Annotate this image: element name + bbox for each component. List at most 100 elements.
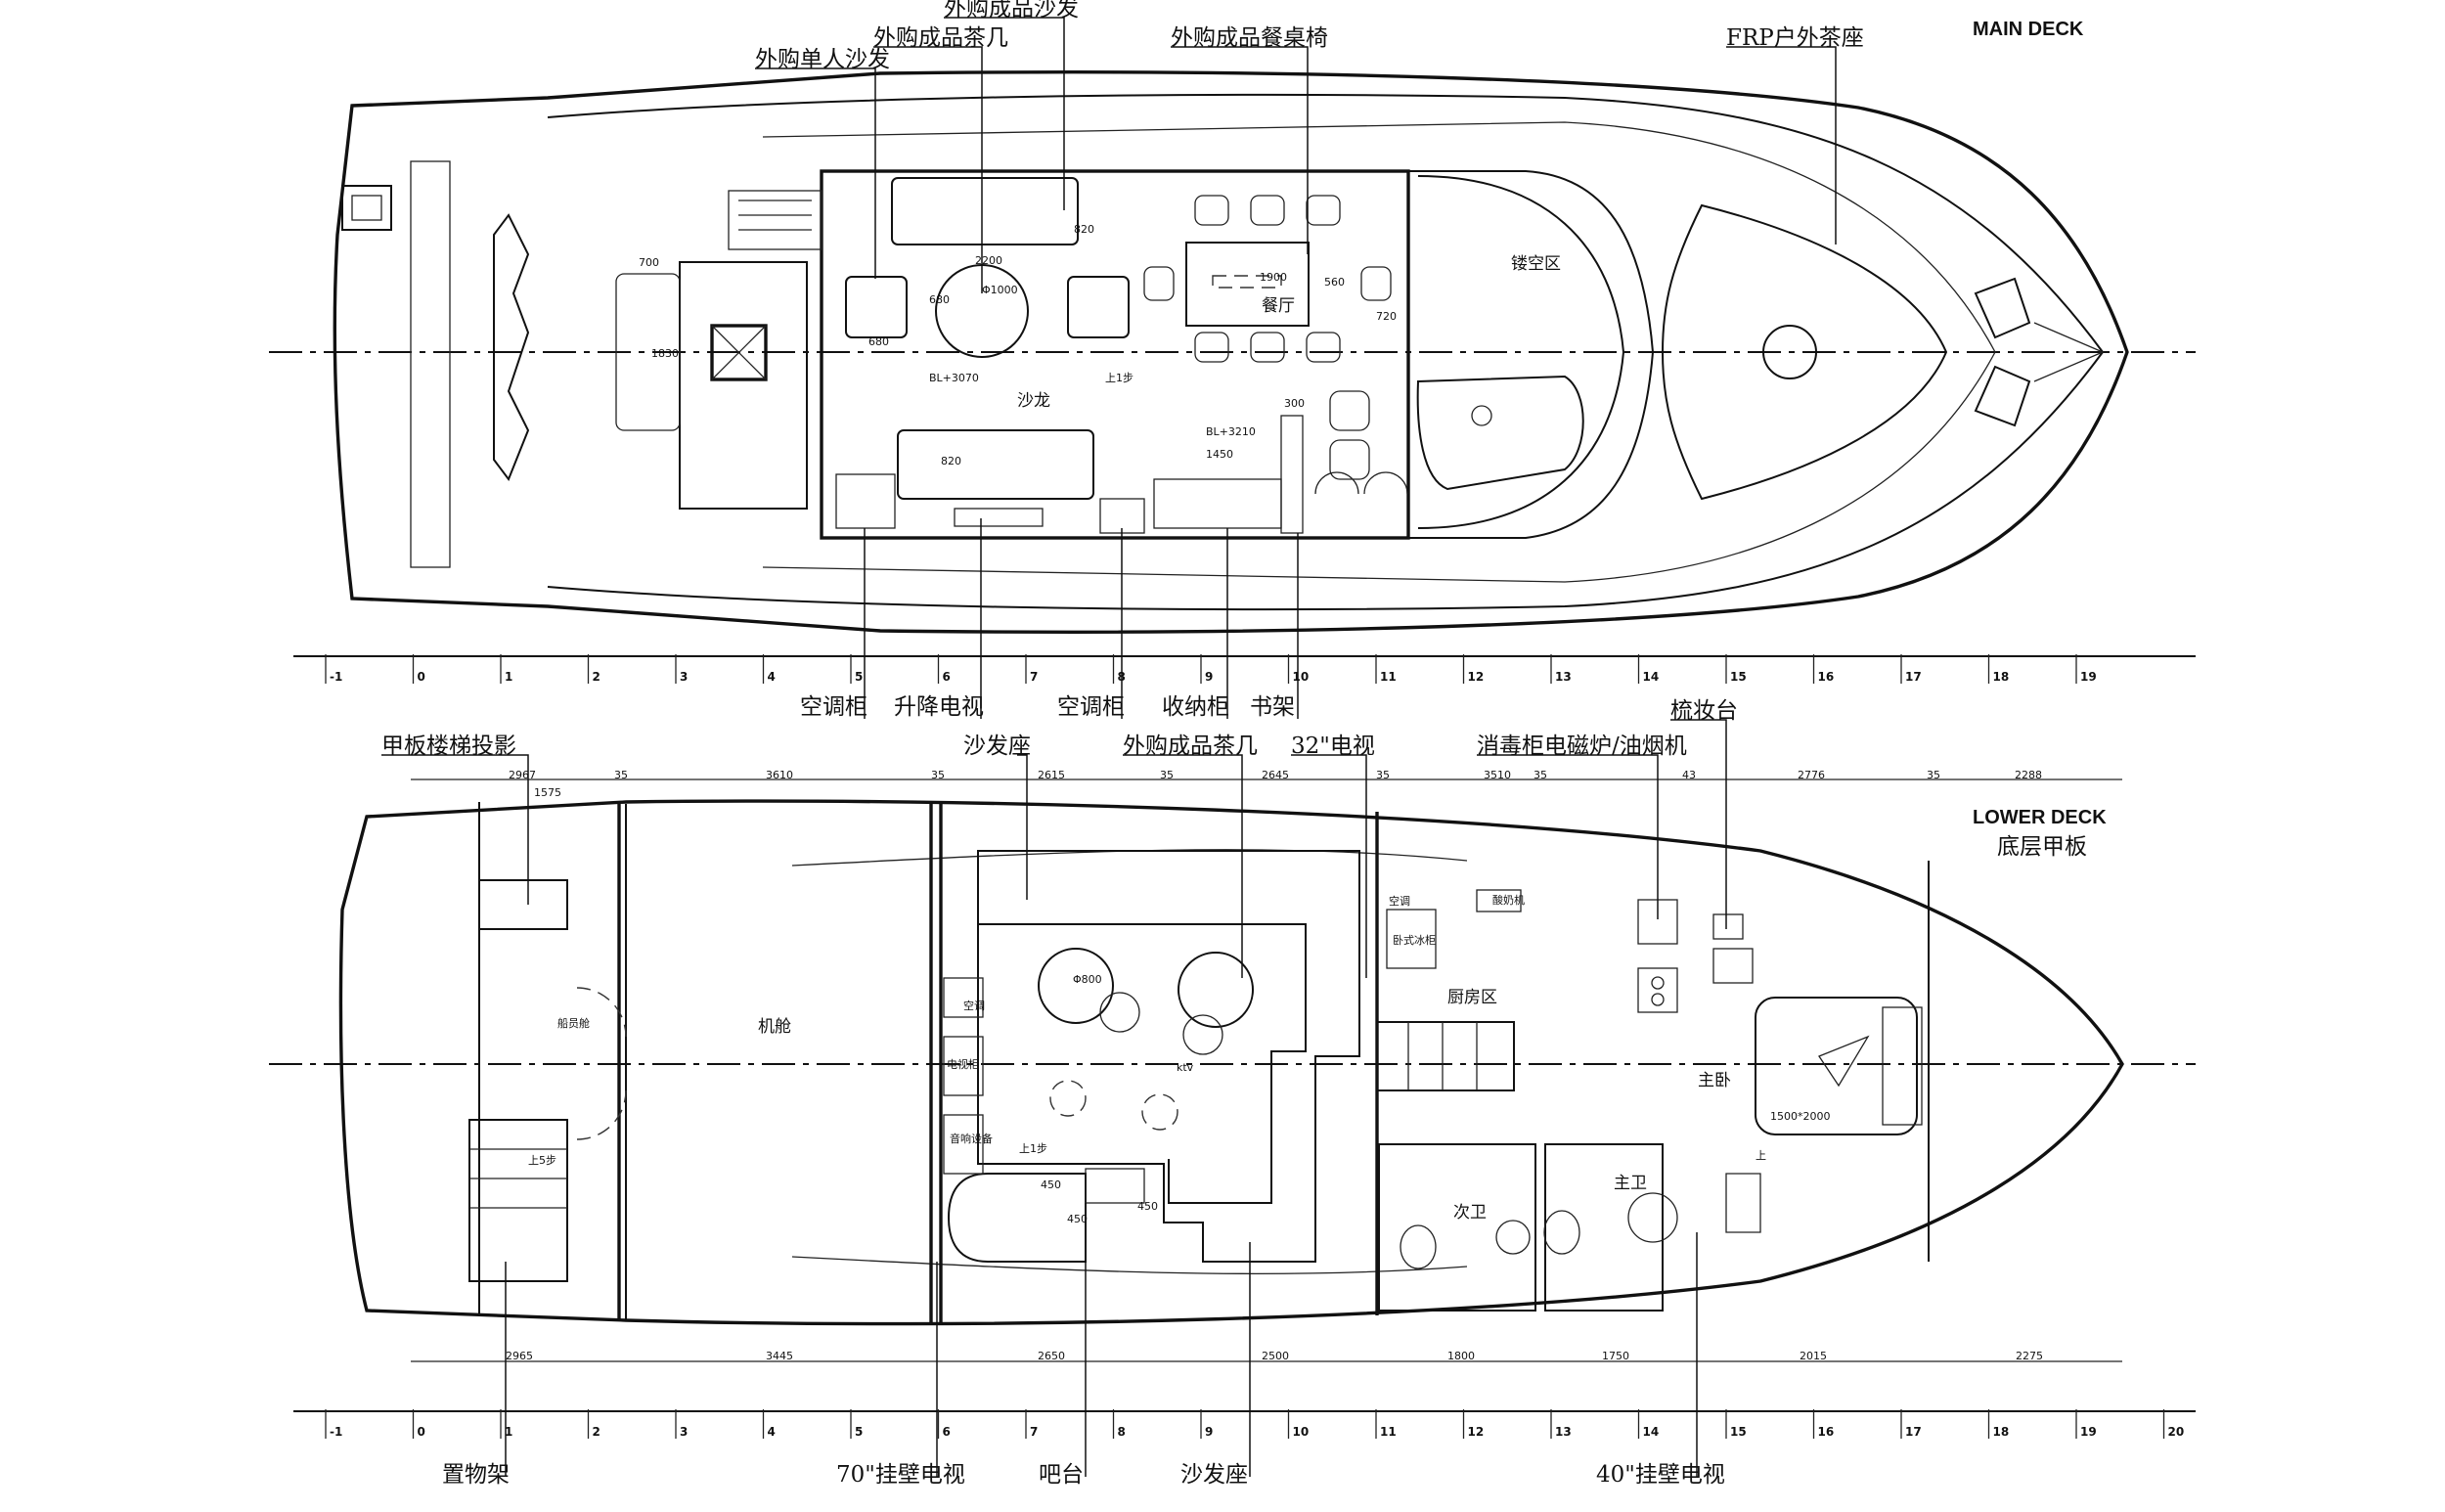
guest-wc (1378, 1143, 1536, 1312)
svg-text:2200: 2200 (975, 254, 1002, 267)
svg-text:820: 820 (1074, 223, 1094, 236)
bow-anchor (2033, 322, 2105, 382)
svg-text:1575: 1575 (534, 786, 561, 799)
frame-label: 11 (1380, 670, 1397, 684)
crew-stairs (468, 1119, 568, 1282)
room-ktv: ktv (1177, 1061, 1194, 1074)
yogurt-maker (1476, 889, 1522, 912)
dining-chairs (1143, 195, 1392, 480)
frame-label: 11 (1380, 1425, 1397, 1439)
master-wc (1544, 1143, 1664, 1312)
tv-cabinet (943, 1036, 984, 1096)
bar-counter (947, 1173, 1087, 1263)
main-step-label: 上1步 (1105, 372, 1134, 384)
companion-stairs (1376, 1021, 1515, 1091)
svg-text:2615: 2615 (1038, 769, 1065, 781)
lower-deck-caption-cn: 底层甲板 (1997, 834, 2087, 860)
frame-label: 19 (2080, 670, 2097, 684)
frame-label: 18 (1993, 670, 2010, 684)
bow-hatch-stbd (1974, 365, 2031, 427)
svg-text:上: 上 (1756, 1149, 1766, 1162)
armchair-left (845, 276, 908, 338)
svg-text:700: 700 (639, 256, 659, 269)
callout-storage: 收纳柜 (1162, 694, 1229, 720)
svg-text:450: 450 (1067, 1213, 1088, 1225)
frame-label: 18 (1993, 1425, 2010, 1439)
ac-cabinet-left (835, 473, 896, 529)
frame-label: 17 (1905, 670, 1922, 684)
svg-text:BL+3210: BL+3210 (1206, 425, 1256, 438)
svg-text:35: 35 (614, 769, 628, 781)
callout-ac-cabinet-right: 空调柜 (1057, 694, 1125, 720)
svg-text:2967: 2967 (509, 769, 536, 781)
cockpit-hatch (710, 324, 768, 381)
svg-text:2275: 2275 (2016, 1350, 2043, 1362)
callout-bar: 吧台 (1039, 1462, 1084, 1488)
room-galley: 厨房区 (1447, 988, 1497, 1007)
svg-text:酸奶机: 酸奶机 (1492, 893, 1525, 907)
frame-label: 9 (1205, 670, 1213, 684)
svg-text:空调: 空调 (963, 999, 985, 1012)
master-bed (1755, 997, 1918, 1135)
svg-text:2650: 2650 (1038, 1350, 1065, 1362)
bed-headboard (1882, 1006, 1923, 1126)
svg-text:Φ800: Φ800 (1073, 973, 1102, 986)
deck-stair-projection (478, 879, 568, 930)
frame-label: 10 (1293, 1425, 1310, 1439)
main-deck-top-callouts: 外购单人沙发 外购成品茶几 外购成品沙发 外购成品餐桌椅 FRP户外茶座 (755, 0, 1864, 293)
svg-text:1900: 1900 (1260, 271, 1287, 284)
cockpit-bench (615, 273, 681, 431)
room-engine: 机舱 (758, 1017, 791, 1037)
helm-station (1416, 375, 1584, 491)
wheelhouse-walls (1408, 170, 1655, 539)
ktv-step-label: 上1步 (1019, 1142, 1047, 1155)
ktv-table-2 (1178, 952, 1254, 1028)
svg-text:820: 820 (941, 455, 961, 467)
saloon-walls (820, 169, 1410, 540)
svg-text:35: 35 (1376, 769, 1390, 781)
chest-freezer (1386, 909, 1437, 969)
armchair-right (1067, 276, 1130, 338)
audio-equipment (943, 1114, 984, 1175)
steering-wheel (1471, 405, 1492, 426)
frame-label: 13 (1555, 1425, 1572, 1439)
callout-70-tv: 70"挂壁电视 (836, 1462, 965, 1488)
callout-shelf: 置物架 (442, 1462, 510, 1488)
stairs-down (728, 190, 822, 250)
callout-sofa: 外购成品沙发 (944, 0, 1079, 22)
main-deck-inner-rail (762, 121, 1996, 583)
ktv-sofa-outline (977, 850, 1360, 1263)
master-shower (1627, 1192, 1678, 1243)
frame-label: 3 (680, 1425, 688, 1439)
frame-label: 5 (855, 1425, 863, 1439)
frame-label: 1 (505, 1425, 512, 1439)
guest-toilet (1400, 1224, 1437, 1269)
ktv-ac (943, 977, 984, 1018)
frame-label: 16 (1818, 670, 1835, 684)
lower-deck-hull (338, 799, 2124, 1326)
main-deck-plan: MAIN DECK 镂空区 (269, 0, 2196, 720)
lower-deck-plan: LOWER DECK 底层甲板 船员舱 上5步 机舱 ktv (269, 698, 2196, 1488)
bookshelf (1280, 415, 1304, 534)
storage-cabinet (1153, 478, 1282, 529)
svg-text:1450: 1450 (1206, 448, 1233, 461)
room-salon: 沙龙 (1017, 391, 1050, 411)
lower-deck-caption: LOWER DECK (1973, 807, 2107, 828)
svg-text:3510: 3510 (1484, 769, 1511, 781)
svg-text:300: 300 (1284, 397, 1305, 410)
main-deck-bottom-callouts: 空调柜 升降电视 空调柜 收纳柜 书架 (800, 518, 1299, 720)
frame-label: 4 (768, 670, 776, 684)
bed-size: 1500*2000 (1770, 1110, 1831, 1123)
room-crew: 船员舱 (557, 1016, 590, 1030)
vanity-unit (1712, 913, 1744, 940)
lift-tv (954, 508, 1044, 527)
audio-label: 音响设备 (950, 1132, 993, 1145)
svg-text:BL+3070: BL+3070 (929, 372, 979, 384)
callout-bookshelf: 书架 (1250, 694, 1295, 720)
svg-text:680: 680 (929, 293, 950, 306)
side-door-swing (1314, 471, 1408, 495)
transom-steps (493, 213, 530, 482)
